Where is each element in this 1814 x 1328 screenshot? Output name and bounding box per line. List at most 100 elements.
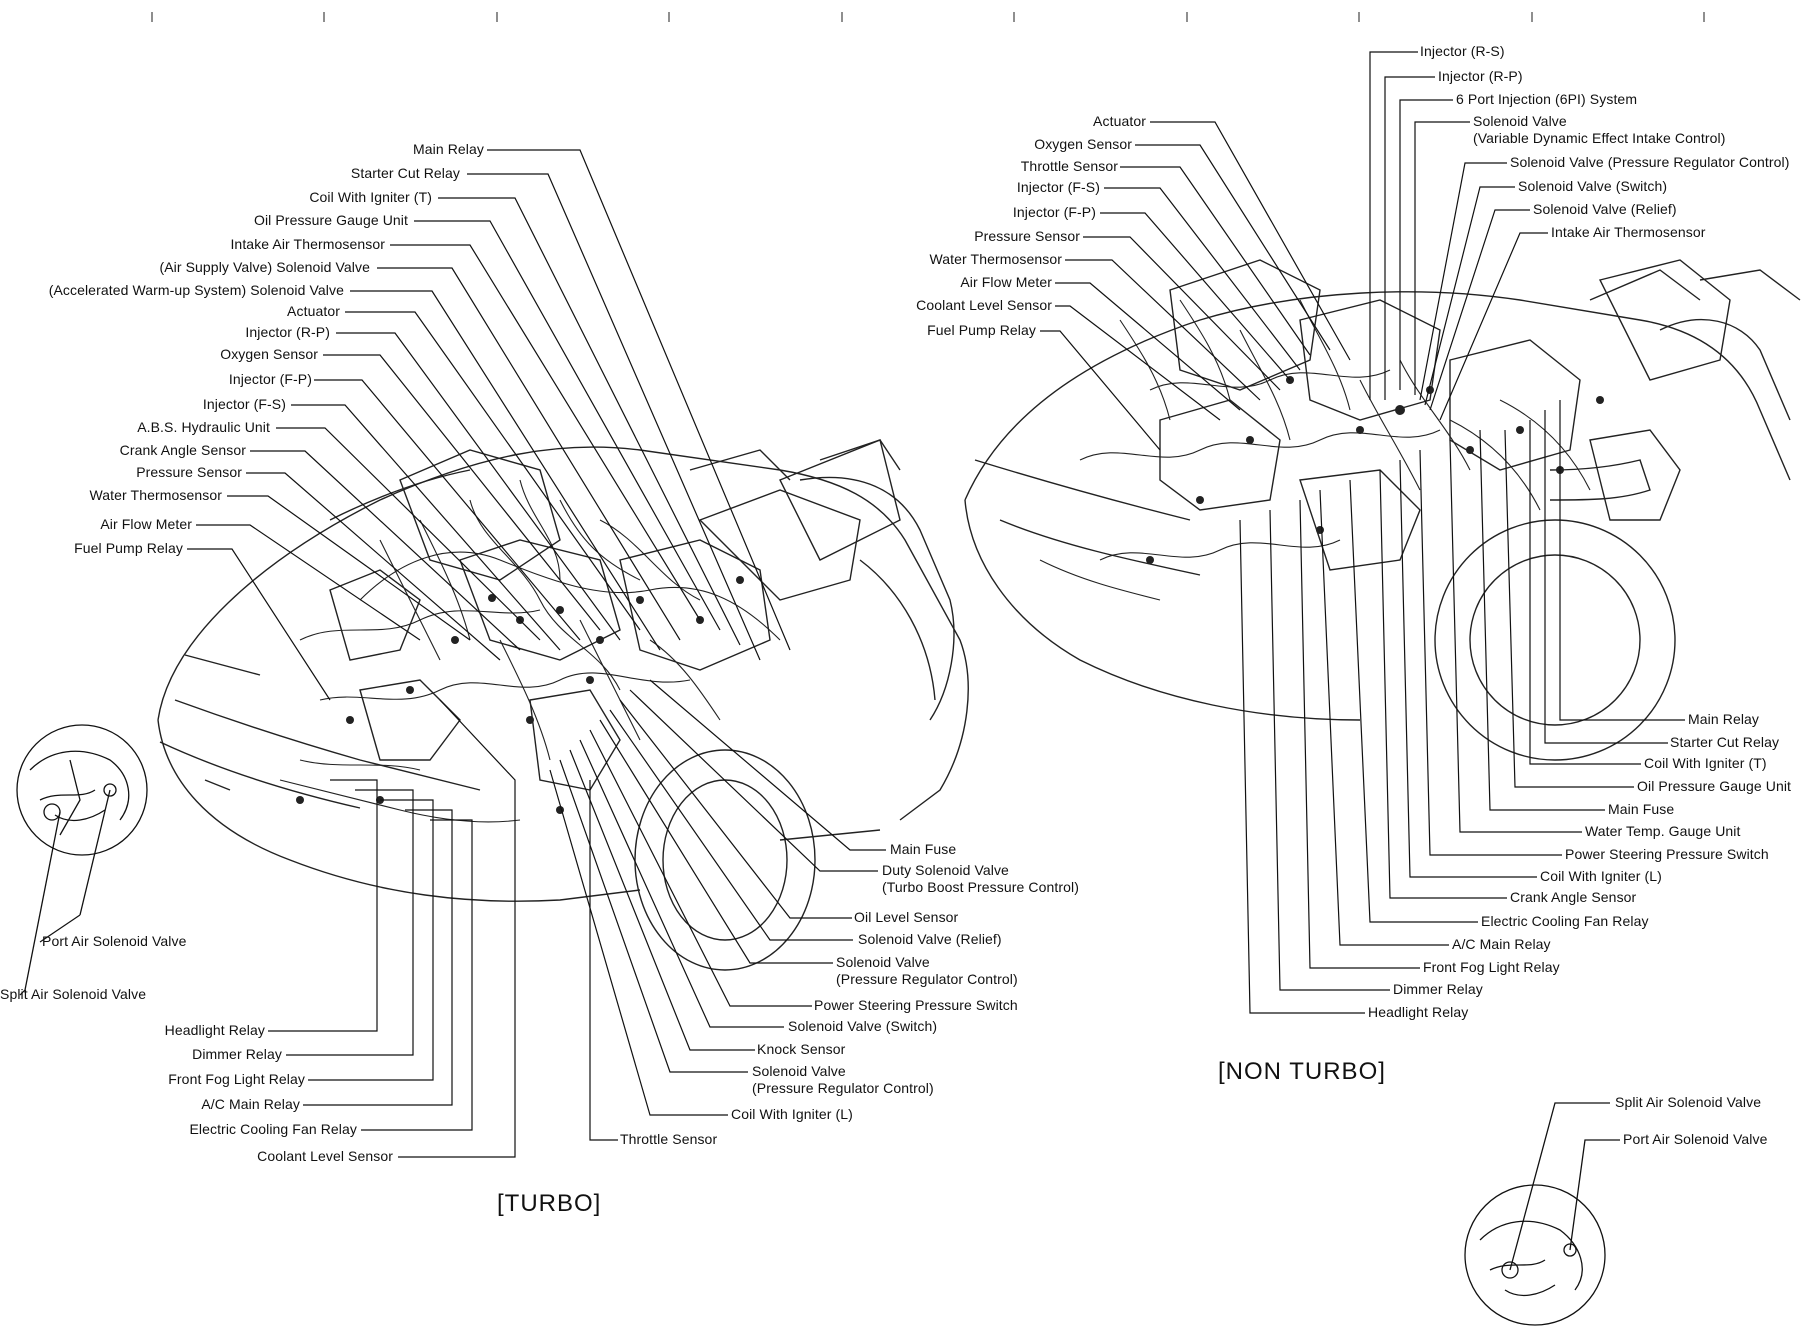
component-label: Injector (F-S) bbox=[1017, 179, 1100, 196]
component-label-text: Actuator bbox=[1093, 113, 1146, 129]
component-label-text: (Air Supply Valve) Solenoid Valve bbox=[159, 259, 370, 275]
component-label-text: Starter Cut Relay bbox=[1670, 734, 1780, 750]
component-label: Actuator bbox=[1093, 113, 1146, 130]
turbo-right-leader-lines bbox=[549, 679, 886, 1141]
component-label-text: A/C Main Relay bbox=[201, 1096, 300, 1112]
component-label: Main Fuse bbox=[1608, 801, 1674, 818]
component-label-text: Solenoid Valve (Switch) bbox=[788, 1018, 938, 1034]
component-label: Solenoid Valve (Relief) bbox=[858, 931, 1002, 948]
component-label-text: A.B.S. Hydraulic Unit bbox=[137, 419, 270, 435]
component-label-text: Knock Sensor bbox=[757, 1041, 846, 1057]
component-label: Injector (F-P) bbox=[229, 371, 312, 388]
component-label: Electric Cooling Fan Relay bbox=[1481, 913, 1649, 930]
component-label-text: (Accelerated Warm-up System) Solenoid Va… bbox=[48, 282, 344, 298]
component-label: 6 Port Injection (6PI) System bbox=[1456, 91, 1637, 108]
component-label-text: Fuel Pump Relay bbox=[927, 322, 1036, 338]
turbo-wiring-harness bbox=[279, 479, 781, 823]
component-label-text: Oil Pressure Gauge Unit bbox=[253, 212, 408, 228]
component-label-text: Split Air Solenoid Valve bbox=[1615, 1094, 1762, 1110]
component-label-text: Injector (F-S) bbox=[202, 396, 286, 412]
component-label: Port Air Solenoid Valve bbox=[1623, 1131, 1767, 1148]
component-label-text: Throttle Sensor bbox=[1020, 158, 1118, 174]
component-label-text: Injector (R-P) bbox=[1438, 68, 1523, 84]
turbo-caption: [TURBO] bbox=[497, 1190, 602, 1217]
component-label: Pressure Sensor bbox=[136, 464, 242, 481]
component-label-text: Water Thermosensor bbox=[929, 251, 1062, 267]
nonturbo-inset-detail bbox=[1464, 1102, 1620, 1326]
component-label: Pressure Sensor bbox=[974, 228, 1080, 245]
component-label: Injector (R-P) bbox=[245, 324, 330, 341]
component-label: Water Thermosensor bbox=[929, 251, 1062, 268]
component-label: Oxygen Sensor bbox=[220, 346, 318, 363]
component-label-subtext: (Pressure Regulator Control) bbox=[752, 1080, 934, 1096]
component-label: Solenoid Valve(Pressure Regulator Contro… bbox=[752, 1063, 934, 1097]
component-label-text: Port Air Solenoid Valve bbox=[42, 933, 187, 949]
component-label-text: Solenoid Valve (Relief) bbox=[858, 931, 1002, 947]
component-label: Front Fog Light Relay bbox=[1423, 959, 1560, 976]
nonturbo-left-leader-lines bbox=[1040, 121, 1351, 451]
component-label-text: Coolant Level Sensor bbox=[257, 1148, 393, 1164]
component-label-text: Solenoid Valve bbox=[752, 1063, 846, 1079]
component-label: Solenoid Valve (Relief) bbox=[1533, 201, 1677, 218]
component-label-text: Solenoid Valve (Pressure Regulator Contr… bbox=[1510, 154, 1790, 170]
component-label-text: Oxygen Sensor bbox=[220, 346, 318, 362]
component-label-text: Headlight Relay bbox=[164, 1022, 265, 1038]
component-label: Injector (R-S) bbox=[1420, 43, 1505, 60]
component-label: Coolant Level Sensor bbox=[257, 1148, 393, 1165]
component-label-text: Injector (F-S) bbox=[1016, 179, 1100, 195]
component-label-text: Duty Solenoid Valve bbox=[882, 862, 1009, 878]
component-label: Front Fog Light Relay bbox=[168, 1071, 305, 1088]
component-label: Split Air Solenoid Valve bbox=[1615, 1094, 1761, 1111]
component-label: Dimmer Relay bbox=[1393, 981, 1483, 998]
turbo-left-leader-lines bbox=[187, 149, 791, 701]
component-label-text: Pressure Sensor bbox=[136, 464, 242, 480]
component-label: Water Thermosensor bbox=[89, 487, 222, 504]
component-label: Injector (F-P) bbox=[1013, 204, 1096, 221]
turbo-bottom-left-leader-lines bbox=[268, 699, 516, 1158]
component-label-text: Port Air Solenoid Valve bbox=[1623, 1131, 1768, 1147]
component-label: Crank Angle Sensor bbox=[120, 442, 246, 459]
component-label-text: Actuator bbox=[287, 303, 340, 319]
component-label: Solenoid Valve (Pressure Regulator Contr… bbox=[1510, 154, 1790, 171]
component-label-text: Dimmer Relay bbox=[1393, 981, 1483, 997]
component-label: Coil With Igniter (L) bbox=[731, 1106, 853, 1123]
component-label-text: Electric Cooling Fan Relay bbox=[189, 1121, 357, 1137]
component-label: Injector (R-P) bbox=[1438, 68, 1523, 85]
component-label-text: Solenoid Valve (Switch) bbox=[1518, 178, 1668, 194]
component-label: Coil With Igniter (T) bbox=[1644, 755, 1767, 772]
component-label-text: Pressure Sensor bbox=[974, 228, 1080, 244]
nonturbo-right-leader-lines bbox=[1239, 400, 1685, 1014]
component-label-text: Oil Pressure Gauge Unit bbox=[1637, 778, 1792, 794]
component-label-text: Starter Cut Relay bbox=[350, 165, 460, 181]
component-label-text: Injector (F-P) bbox=[228, 371, 312, 387]
component-label: Starter Cut Relay bbox=[1670, 734, 1779, 751]
component-label: Intake Air Thermosensor bbox=[230, 236, 385, 253]
component-label: Air Flow Meter bbox=[960, 274, 1052, 291]
component-label: Main Relay bbox=[413, 141, 484, 158]
component-label: (Accelerated Warm-up System) Solenoid Va… bbox=[49, 282, 344, 299]
nonturbo-connectors bbox=[1146, 376, 1604, 564]
component-label: Starter Cut Relay bbox=[351, 165, 460, 182]
component-label: A/C Main Relay bbox=[201, 1096, 300, 1113]
component-label: Intake Air Thermosensor bbox=[1551, 224, 1706, 241]
component-label: Solenoid Valve (Switch) bbox=[1518, 178, 1667, 195]
component-label: Main Relay bbox=[1688, 711, 1759, 728]
component-label-subtext: (Turbo Boost Pressure Control) bbox=[882, 879, 1079, 895]
component-label: Fuel Pump Relay bbox=[927, 322, 1036, 339]
turbo-inset-detail bbox=[16, 724, 148, 991]
component-label-text: Coolant Level Sensor bbox=[916, 297, 1052, 313]
component-label: Split Air Solenoid Valve bbox=[0, 986, 146, 1003]
component-label: Water Temp. Gauge Unit bbox=[1585, 823, 1741, 840]
component-label: Air Flow Meter bbox=[100, 516, 192, 533]
component-label: Coil With Igniter (L) bbox=[1540, 868, 1662, 885]
component-label-text: Power Steering Pressure Switch bbox=[1565, 846, 1769, 862]
component-label: Fuel Pump Relay bbox=[74, 540, 183, 557]
component-label: Solenoid Valve (Switch) bbox=[788, 1018, 937, 1035]
component-label-text: Throttle Sensor bbox=[620, 1131, 718, 1147]
component-label: Oil Pressure Gauge Unit bbox=[254, 212, 408, 229]
component-label-text: Coil With Igniter (T) bbox=[309, 189, 432, 205]
component-label: Port Air Solenoid Valve bbox=[42, 933, 186, 950]
component-label-text: Solenoid Valve (Relief) bbox=[1533, 201, 1677, 217]
component-label-text: Water Thermosensor bbox=[89, 487, 222, 503]
